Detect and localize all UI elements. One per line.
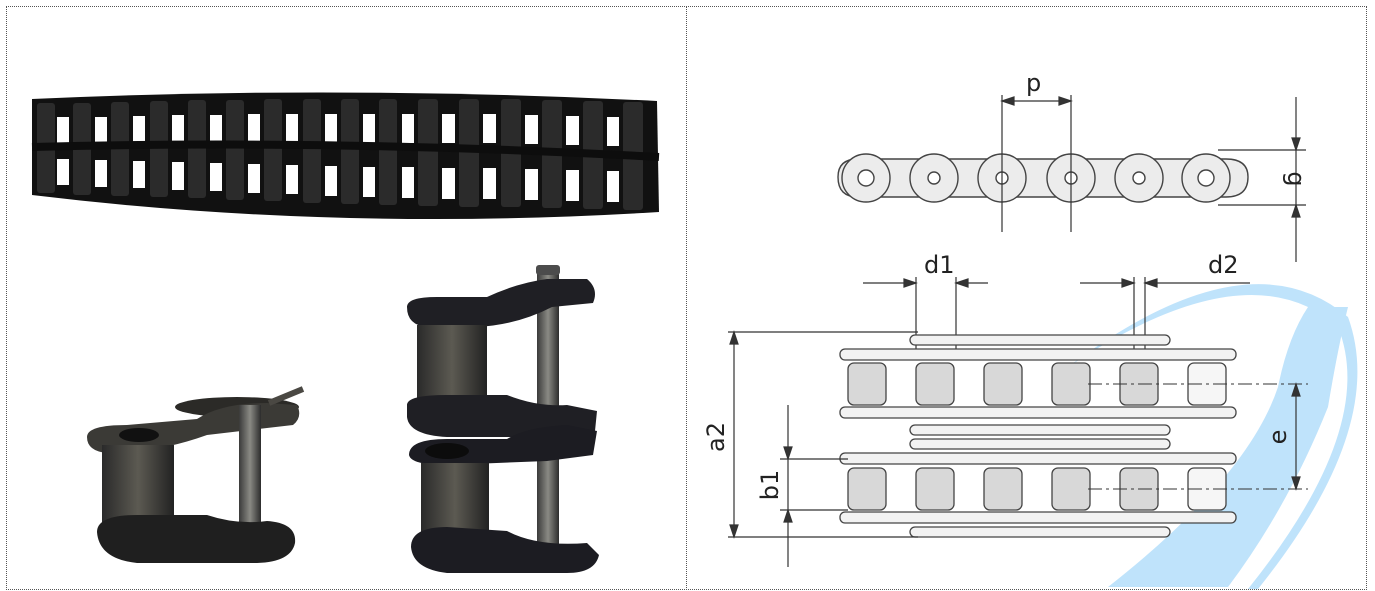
chain-dimension-drawing: p g d1 d2 [702,69,1358,589]
label-b1: b1 [756,470,784,501]
panel-divider [686,6,687,590]
strand-centre-lines [1088,383,1308,490]
label-g: g [1282,171,1310,186]
pitch-dimension [1000,95,1073,232]
link-plate-top-view [837,153,1249,203]
plate-height-dimension [1218,97,1306,262]
chain-photo-panel [7,7,685,589]
label-e: e [1264,430,1292,445]
chain-photo [31,92,660,573]
duplex-chain-strip [31,92,660,220]
chain-drawing-panel: p g d1 d2 [688,7,1366,589]
label-d1: d1 [924,251,955,279]
roller-diameter-dimension [863,277,988,357]
inner-width-dimension [780,405,848,567]
label-a2: a2 [702,422,730,452]
label-p: p [1026,69,1041,97]
offset-link-part [87,386,305,563]
connecting-link-part [407,265,599,573]
duplex-chain-side-view [839,334,1237,538]
pin-diameter-dimension [1080,277,1250,357]
transverse-pitch-dimension [1291,382,1301,491]
overall-width-dimension [728,330,918,539]
label-d2: d2 [1208,251,1239,279]
